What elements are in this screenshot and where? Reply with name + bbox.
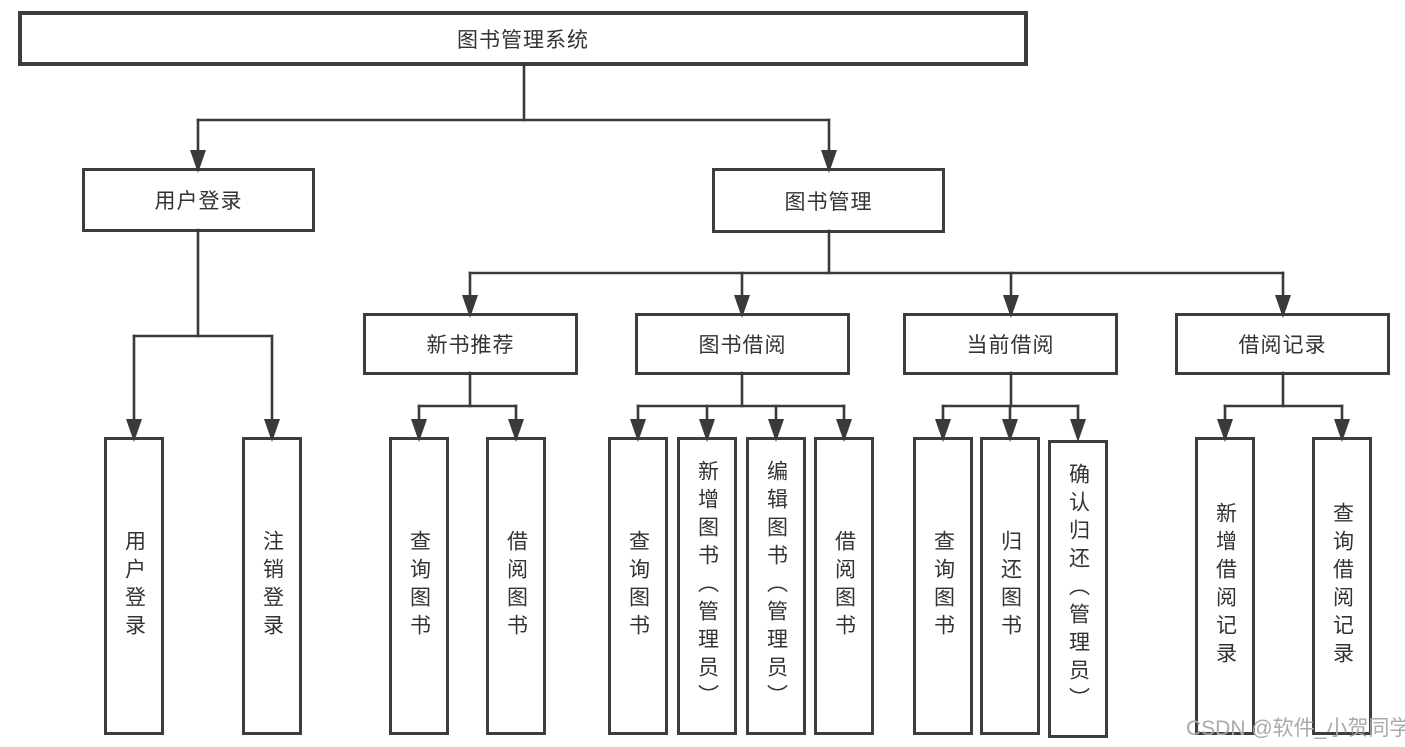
node-leaf-query-borrow-record: 查询借阅记录	[1312, 437, 1372, 735]
node-user-login: 用户登录	[82, 168, 315, 232]
node-label: 注销登录	[260, 530, 284, 642]
node-leaf-borrow-books: 借阅图书	[814, 437, 874, 735]
node-label: 图书管理	[784, 190, 873, 214]
node-label: 归还图书	[998, 530, 1022, 642]
node-label: 用户登录	[154, 190, 243, 213]
node-leaf-return-books: 归还图书	[980, 437, 1040, 735]
node-label: 查询图书	[407, 530, 431, 642]
node-library-management-system: 图书管理系统	[18, 11, 1028, 66]
node-leaf-confirm-return-admin: 确认归还（管理员）	[1048, 440, 1108, 738]
node-leaf-borrow-books-recommend: 借阅图书	[486, 437, 546, 735]
node-label: 借阅图书	[504, 530, 528, 642]
node-current-borrowing: 当前借阅	[903, 313, 1118, 375]
node-label: 图书管理系统	[457, 28, 589, 52]
node-label: 借阅记录	[1238, 334, 1327, 357]
node-label: 查询借阅记录	[1330, 502, 1354, 670]
node-book-management: 图书管理	[712, 168, 945, 233]
arrowhead-down-icon	[1070, 419, 1086, 442]
node-leaf-edit-books-admin: 编辑图书（管理员）	[746, 437, 806, 735]
node-label: 查询图书	[931, 530, 955, 642]
node-leaf-query-books-borrow: 查询图书	[608, 437, 668, 735]
node-label: 图书借阅	[698, 334, 787, 357]
node-label: 查询图书	[626, 530, 650, 642]
node-leaf-query-books-current: 查询图书	[913, 437, 973, 735]
node-label: 新书推荐	[426, 334, 515, 357]
node-label: 用户登录	[122, 530, 146, 642]
node-new-book-recommendation: 新书推荐	[363, 313, 578, 375]
node-leaf-query-books-recommend: 查询图书	[389, 437, 449, 735]
watermark: CSDN @软件_小贺同学	[1186, 717, 1405, 740]
node-leaf-user-login: 用户登录	[104, 437, 164, 735]
node-label: 当前借阅	[966, 334, 1055, 357]
node-leaf-add-books-admin: 新增图书（管理员）	[677, 437, 737, 735]
node-label: 确认归还（管理员）	[1066, 463, 1090, 715]
node-label: 新增图书（管理员）	[695, 460, 719, 712]
node-book-borrowing: 图书借阅	[635, 313, 850, 375]
node-label: 借阅图书	[832, 530, 856, 642]
node-label: 新增借阅记录	[1213, 502, 1237, 670]
node-leaf-add-borrow-record: 新增借阅记录	[1195, 437, 1255, 735]
node-borrowing-records: 借阅记录	[1175, 313, 1390, 375]
node-leaf-logout: 注销登录	[242, 437, 302, 735]
node-label: 编辑图书（管理员）	[764, 460, 788, 712]
